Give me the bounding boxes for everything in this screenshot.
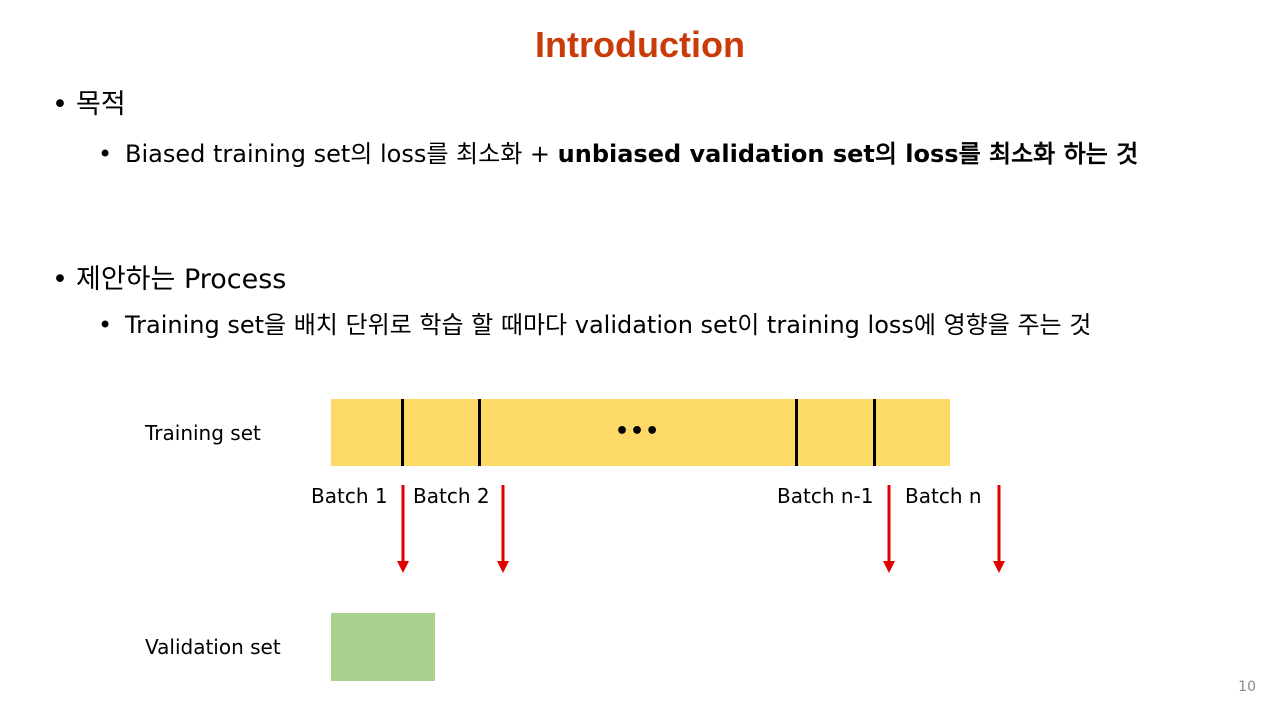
batch-label-1: Batch 1: [311, 484, 388, 508]
validation-set-box: [331, 613, 435, 681]
validation-set-label: Validation set: [145, 635, 281, 659]
bullet-dot: •: [52, 89, 68, 120]
sub-bullet-process: • Training set을 배치 단위로 학습 할 때마다 validati…: [98, 309, 1218, 342]
bullet-dot: •: [52, 264, 68, 295]
ellipsis: •••: [615, 419, 661, 444]
bullet-dot: •: [98, 140, 113, 168]
down-arrow-icon: [993, 485, 1005, 573]
bullet-heading: 제안하는 Process: [76, 264, 287, 295]
batch-divider: [873, 399, 876, 466]
training-set-bar: [331, 399, 950, 466]
down-arrow-icon: [883, 485, 895, 573]
sub-bullet-bold-text: unbiased validation set의 loss를 최소화 하는 것: [557, 140, 1139, 168]
bullet-dot: •: [98, 311, 113, 339]
batch-divider: [401, 399, 404, 466]
batch-label-n-minus-1: Batch n-1: [777, 484, 874, 508]
batch-divider: [795, 399, 798, 466]
page-number: 10: [1238, 679, 1256, 695]
sub-bullet-text: Biased training set의 loss를 최소화 +: [125, 140, 558, 168]
batch-label-n: Batch n: [905, 484, 982, 508]
down-arrow-icon: [397, 485, 409, 573]
bullet-heading: 목적: [76, 89, 126, 120]
bullet-process: • 제안하는 Process: [52, 263, 286, 297]
sub-bullet-purpose: • Biased training set의 loss를 최소화 + unbia…: [98, 138, 1218, 171]
batch-divider: [478, 399, 481, 466]
bullet-purpose: • 목적: [52, 88, 126, 122]
batch-label-2: Batch 2: [413, 484, 490, 508]
down-arrow-icon: [497, 485, 509, 573]
training-set-label: Training set: [145, 421, 261, 445]
sub-bullet-text: Training set을 배치 단위로 학습 할 때마다 validation…: [125, 311, 1092, 339]
slide-title: Introduction: [535, 24, 745, 65]
